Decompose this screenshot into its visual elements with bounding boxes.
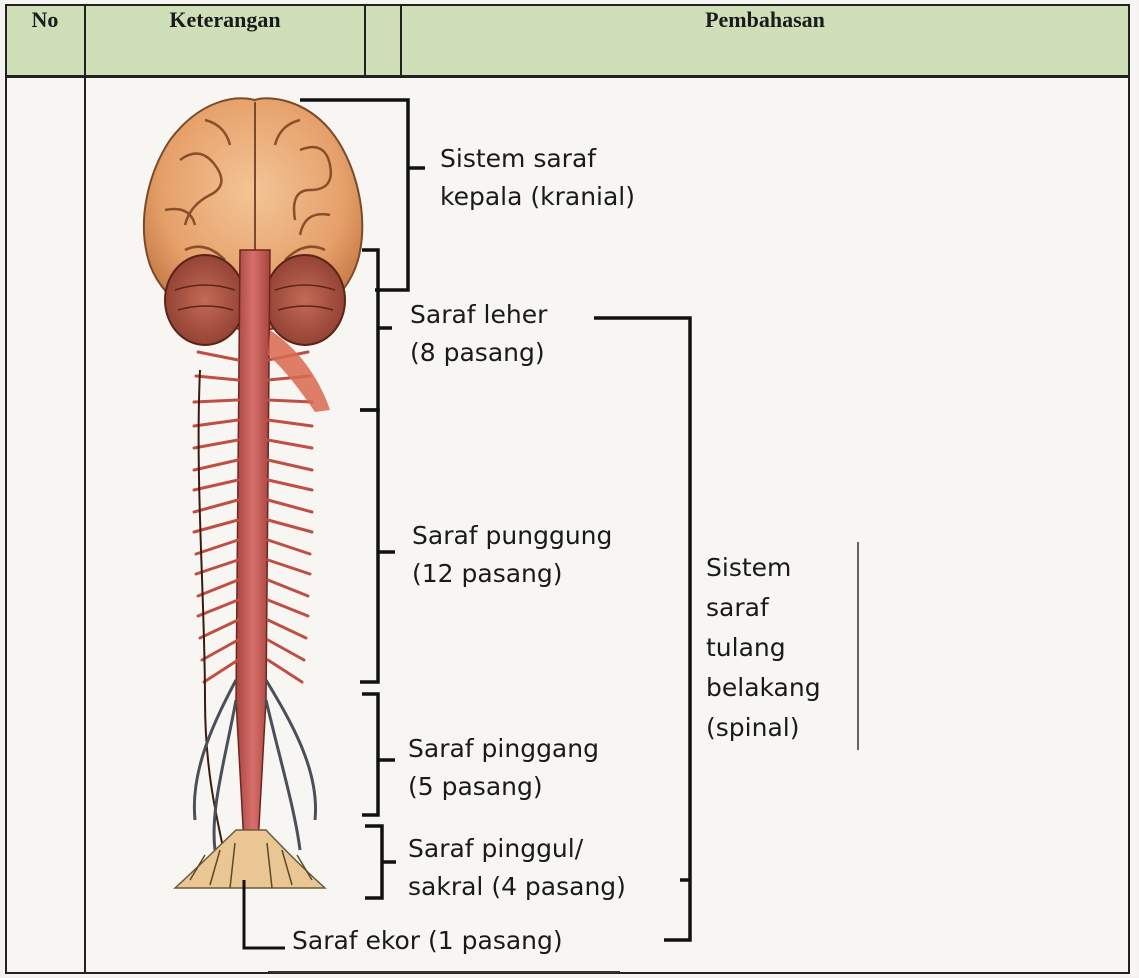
label-kranial-line2: kepala (kranial) xyxy=(440,178,635,216)
label-ekor: Saraf ekor (1 pasang) xyxy=(292,922,563,960)
label-spinal-line2: saraf xyxy=(706,588,821,628)
label-kranial: Sistem saraf kepala (kranial) xyxy=(440,140,635,216)
label-ekor-text: Saraf ekor (1 pasang) xyxy=(292,922,563,960)
label-pinggul-line2: sakral (4 pasang) xyxy=(408,868,626,906)
label-spinal-line3: tulang xyxy=(706,628,821,668)
spinal-cord-illustration xyxy=(175,250,330,948)
label-leher-line1: Saraf leher xyxy=(410,296,547,334)
label-punggung-line2: (12 pasang) xyxy=(412,555,612,593)
label-spinal-line4: belakang xyxy=(706,668,821,708)
label-pinggul-line1: Saraf pinggul/ xyxy=(408,830,626,868)
label-pinggul: Saraf pinggul/ sakral (4 pasang) xyxy=(408,830,626,906)
label-pinggang: Saraf pinggang (5 pasang) xyxy=(408,730,599,806)
label-punggung: Saraf punggung (12 pasang) xyxy=(412,517,612,593)
label-spinal-line1: Sistem xyxy=(706,548,821,588)
label-spinal-line5: (spinal) xyxy=(706,708,821,748)
label-spinal: Sistem saraf tulang belakang (spinal) xyxy=(706,548,821,748)
label-kranial-line1: Sistem saraf xyxy=(440,140,635,178)
label-punggung-line1: Saraf punggung xyxy=(412,517,612,555)
label-pinggang-line2: (5 pasang) xyxy=(408,768,599,806)
label-pinggang-line1: Saraf pinggang xyxy=(408,730,599,768)
label-leher-line2: (8 pasang) xyxy=(410,334,547,372)
label-leher: Saraf leher (8 pasang) xyxy=(410,296,547,372)
